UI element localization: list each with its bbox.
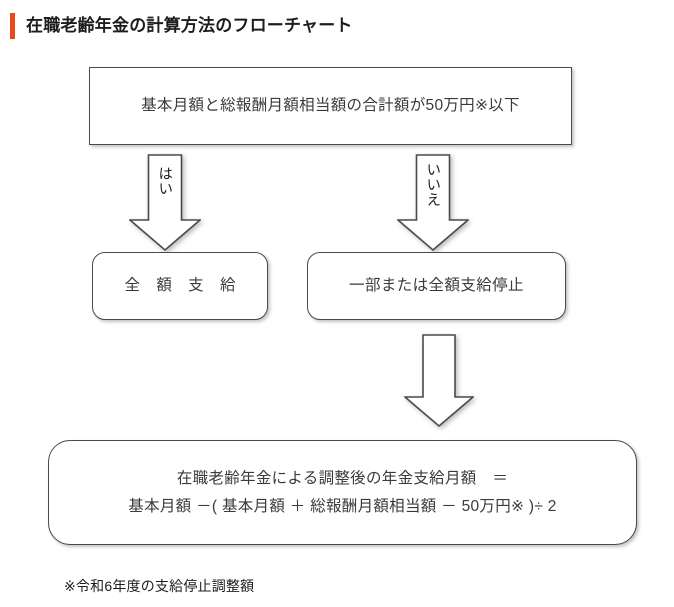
formula-box: 在職老齢年金による調整後の年金支給月額 ＝ 基本月額 －( 基本月額 ＋ 総報酬… bbox=[48, 440, 637, 545]
condition-box: 基本月額と総報酬月額相当額の合計額が50万円※以下 bbox=[89, 67, 572, 145]
title-accent-bar bbox=[10, 13, 15, 39]
page-title-text: 在職老齢年金の計算方法のフローチャート bbox=[26, 16, 353, 35]
outcome-suspended-text: 一部または全額支給停止 bbox=[349, 276, 524, 294]
formula-line-2: 基本月額 －( 基本月額 ＋ 総報酬月額相当額 － 50万円※ )÷ 2 bbox=[128, 497, 557, 515]
arrow-to-formula bbox=[404, 334, 474, 428]
condition-box-text: 基本月額と総報酬月額相当額の合計額が50万円※以下 bbox=[141, 96, 520, 114]
outcome-full-payment-box: 全 額 支 給 bbox=[92, 252, 268, 320]
page-title: 在職老齢年金の計算方法のフローチャート bbox=[10, 12, 353, 40]
footnote-text: ※令和6年度の支給停止調整額 bbox=[64, 578, 255, 594]
arrow-yes-branch bbox=[129, 154, 201, 252]
formula-line-1: 在職老齢年金による調整後の年金支給月額 ＝ bbox=[176, 470, 509, 488]
outcome-suspended-box: 一部または全額支給停止 bbox=[307, 252, 566, 320]
outcome-full-payment-text: 全 額 支 給 bbox=[124, 276, 242, 294]
arrow-no-branch bbox=[397, 154, 469, 252]
